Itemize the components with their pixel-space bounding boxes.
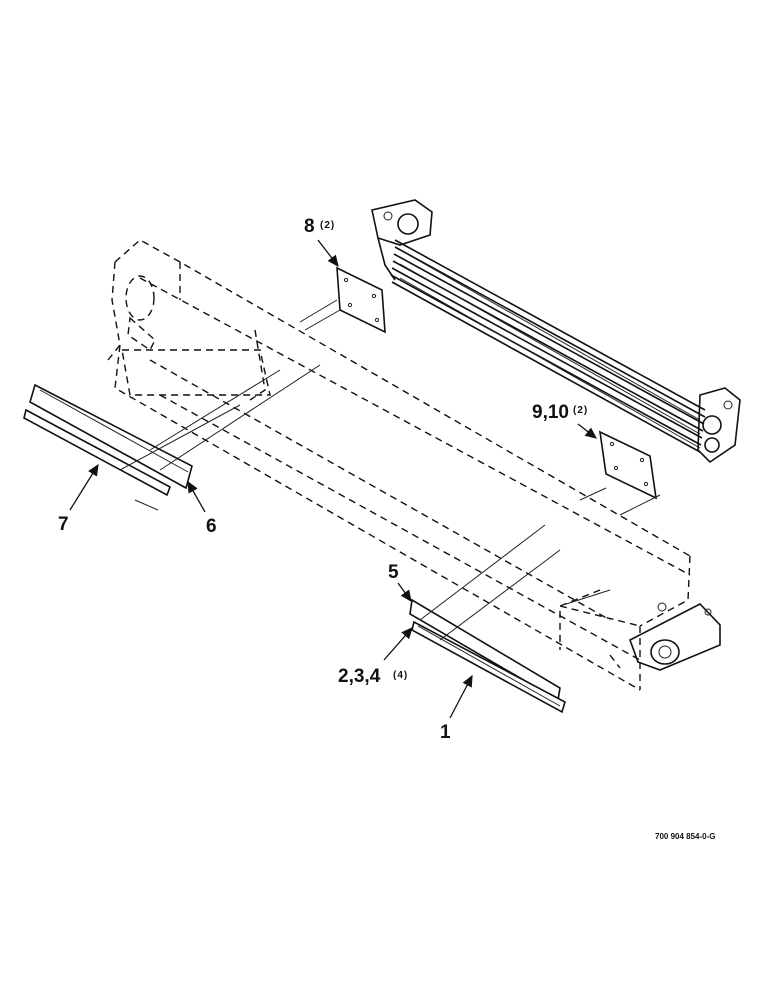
- callout-8-label: 8: [304, 216, 315, 237]
- right-end-bracket: [609, 602, 721, 671]
- main-frame-housing: [107, 239, 691, 691]
- part-8-plate: [336, 266, 386, 334]
- callout-1-label: 1: [440, 722, 451, 743]
- callout-6-label: 6: [206, 516, 217, 537]
- callout-7-label: 7: [58, 514, 69, 535]
- callout-9-10-qty: (2): [573, 405, 588, 416]
- figure-reference-number: 700 904 854-0-G: [655, 832, 716, 841]
- callout-9-10-label: 9,10: [532, 402, 569, 423]
- callout-2-3-4: 2,3,4 (4): [338, 627, 413, 687]
- projection-lines: [119, 299, 661, 641]
- part-9-10-plate: [598, 430, 658, 500]
- callout-1: 1: [440, 674, 473, 743]
- callout-5: 5: [388, 562, 412, 603]
- callout-6: 6: [187, 480, 217, 537]
- callout-2-3-4-qty: (4): [393, 670, 408, 681]
- callout-8-qty: (2): [320, 220, 335, 231]
- callout-2-3-4-label: 2,3,4: [338, 666, 381, 687]
- callout-9-10: 9,10 (2): [532, 402, 598, 439]
- part-7-strip: [23, 408, 171, 511]
- part-5-strip: [409, 598, 561, 702]
- roller-assembly: [371, 199, 741, 464]
- part-1-strip: [411, 620, 566, 714]
- callout-8: 8 (2): [304, 216, 339, 268]
- callout-7: 7: [58, 463, 99, 535]
- part-6-strip: [29, 383, 193, 490]
- callout-5-label: 5: [388, 562, 399, 583]
